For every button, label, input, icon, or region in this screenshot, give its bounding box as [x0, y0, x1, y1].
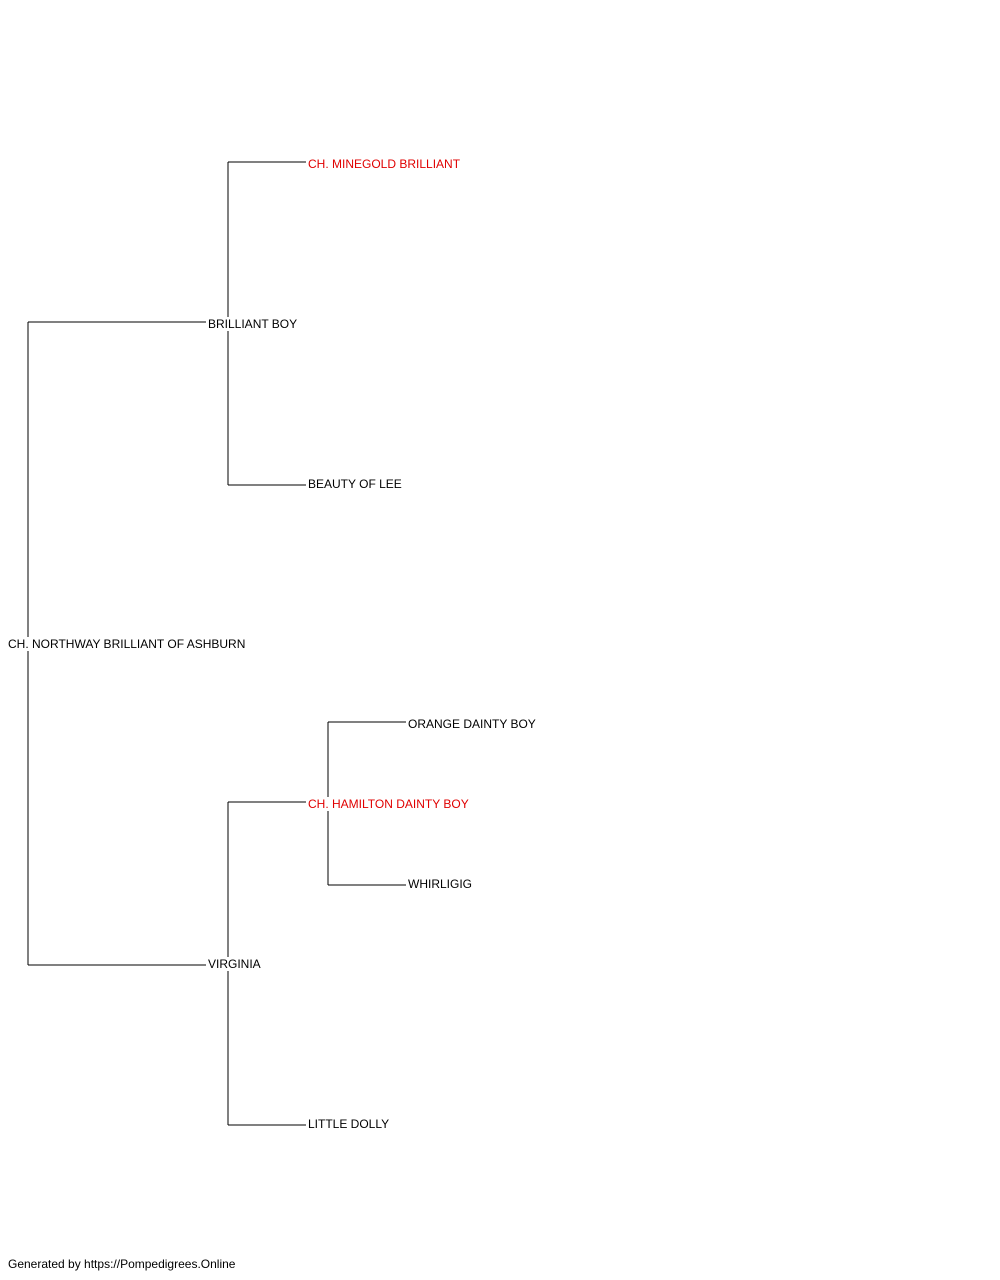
pedigree-node-dam-dam: LITTLE DOLLY — [308, 1117, 392, 1131]
generated-by-footer: Generated by https://Pompedigrees.Online — [8, 1257, 236, 1271]
pedigree-node-dam-sire-sire: ORANGE DAINTY BOY — [408, 717, 538, 731]
pedigree-node-sire-sire: CH. MINEGOLD BRILLIANT — [308, 157, 463, 171]
pedigree-node-dam-sire-dam: WHIRLIGIG — [408, 877, 475, 891]
pedigree-node-dam: VIRGINIA — [208, 957, 263, 971]
pedigree-node-sire-dam: BEAUTY OF LEE — [308, 477, 404, 491]
pedigree-node-subject: CH. NORTHWAY BRILLIANT OF ASHBURN — [6, 637, 248, 651]
pedigree-node-sire: BRILLIANT BOY — [208, 317, 300, 331]
pedigree-node-dam-sire: CH. HAMILTON DAINTY BOY — [308, 797, 471, 811]
